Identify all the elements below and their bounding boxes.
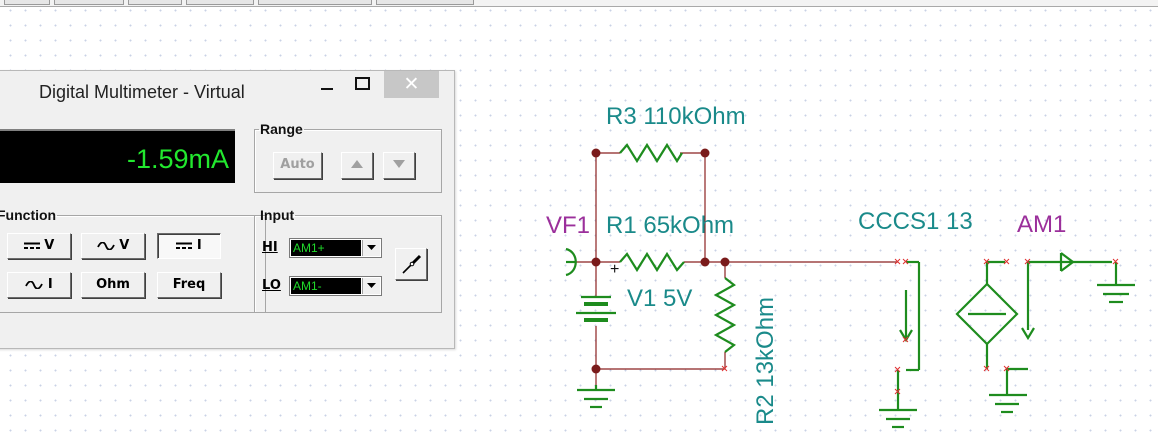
components: [565, 142, 1135, 429]
dc-symbol-icon: [23, 242, 40, 249]
probe-button[interactable]: [395, 248, 427, 280]
maximize-icon: [355, 77, 370, 90]
dropdown-arrow-icon[interactable]: [362, 240, 380, 256]
label-cccs1: CCCS1 13: [858, 208, 973, 235]
toolbar-tab[interactable]: [258, 0, 372, 5]
range-down-button[interactable]: [383, 152, 415, 179]
ac-wave-icon: [96, 240, 115, 251]
function-dc-current-button[interactable]: I: [157, 233, 221, 259]
toolbar-tab[interactable]: [376, 0, 474, 5]
function-dc-volts-button[interactable]: V: [7, 233, 71, 259]
range-auto-button[interactable]: Auto: [273, 152, 322, 179]
probe-icon: [402, 254, 422, 274]
lo-input-select[interactable]: AM1-: [289, 276, 382, 296]
resistor-r1: [619, 251, 685, 273]
minimize-button[interactable]: [313, 71, 341, 97]
lo-label: LO: [262, 278, 281, 293]
lo-select-value: AM1-: [291, 278, 361, 294]
function-ohm-button[interactable]: Ohm: [81, 272, 145, 298]
function-button-label: V: [44, 238, 55, 253]
function-ac-current-button[interactable]: I: [7, 272, 71, 298]
label-r3: R3 110kOhm: [606, 103, 746, 130]
resistor-r3: [619, 142, 683, 164]
maximize-button[interactable]: [347, 71, 375, 97]
window-title: Digital Multimeter - Virtual: [39, 82, 245, 102]
close-icon: ✕: [403, 74, 420, 95]
close-button[interactable]: ✕: [384, 71, 439, 98]
function-button-label: I: [196, 238, 202, 253]
label-r2: R2 13kOhm: [752, 297, 779, 425]
resistor-r2: [713, 277, 737, 353]
toolbar-tab[interactable]: [128, 0, 182, 5]
ac-wave-icon: [25, 279, 44, 290]
junctions: [591, 148, 730, 374]
wires: [576, 152, 898, 390]
range-label: Range: [260, 121, 303, 137]
label-vf1: VF1: [546, 212, 590, 239]
multimeter-window: Digital Multimeter - Virtual ✕ -1.59mA R…: [0, 70, 455, 349]
label-am1: AM1: [1017, 211, 1066, 238]
minimize-icon: [321, 88, 333, 90]
label-r1: R1 65kOhm: [606, 212, 734, 239]
toolbar-tab[interactable]: [54, 0, 124, 5]
window-titlebar[interactable]: Digital Multimeter - Virtual ✕: [0, 71, 454, 102]
hi-select-value: AM1+: [291, 240, 361, 256]
toolbar-tab[interactable]: [4, 0, 50, 5]
toolbar-tab[interactable]: [186, 0, 254, 5]
toolbar-strip: [0, 0, 1158, 7]
dc-symbol-icon: [176, 242, 193, 249]
dropdown-arrow-icon[interactable]: [362, 278, 380, 294]
function-ac-volts-button[interactable]: V: [81, 233, 145, 259]
function-freq-button[interactable]: Freq: [157, 272, 221, 298]
pin-markers: [721, 258, 1119, 395]
schematic-labels: R3 110kOhm VF1 R1 65kOhm CCCS1 13 AM1 V1…: [546, 103, 1066, 425]
triangle-down-icon: [393, 160, 405, 168]
label-plus: +: [610, 261, 619, 278]
input-group: Input: [254, 207, 442, 313]
function-button-label: I: [47, 277, 53, 292]
function-group: Function: [0, 207, 266, 313]
function-label: Function: [0, 207, 57, 223]
hi-label: HI: [262, 240, 278, 255]
function-button-label: V: [119, 238, 130, 253]
triangle-up-icon: [351, 160, 363, 168]
label-v1: V1 5V: [627, 285, 692, 312]
input-label: Input: [260, 207, 295, 223]
hi-input-select[interactable]: AM1+: [289, 238, 382, 258]
range-up-button[interactable]: [341, 152, 373, 179]
range-group: Range: [254, 121, 442, 193]
readout-value: -1.59mA: [126, 144, 229, 174]
readout-display: -1.59mA: [0, 129, 235, 183]
